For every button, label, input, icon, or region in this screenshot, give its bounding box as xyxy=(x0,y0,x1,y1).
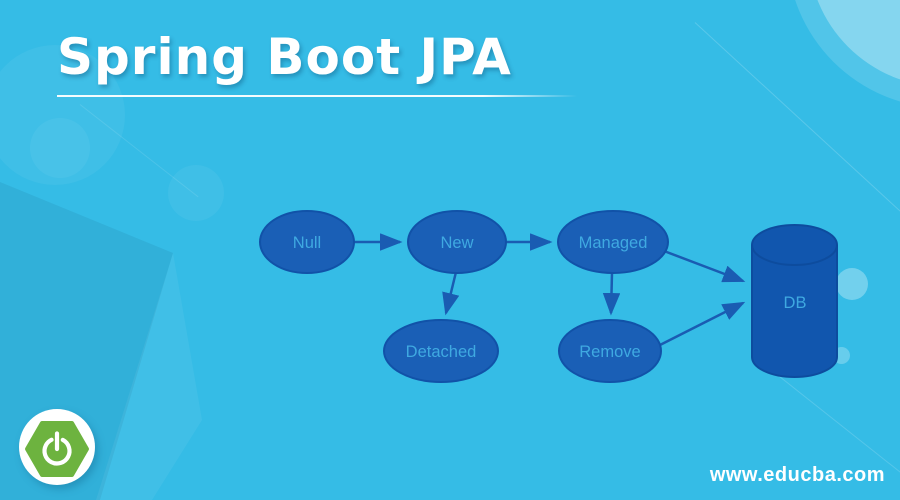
node-detached-shape xyxy=(383,319,499,383)
header: Spring Boot JPA xyxy=(57,28,577,97)
website-url: www.educba.com xyxy=(709,464,885,486)
power-icon-ring xyxy=(42,436,72,466)
node-new-shape xyxy=(407,210,507,274)
node-null-shape xyxy=(259,210,355,274)
node-db: DB xyxy=(751,224,838,378)
power-icon xyxy=(42,431,72,466)
node-db-label: DB xyxy=(784,294,807,312)
edge-remove-to-db xyxy=(657,301,746,348)
node-null-label: Null xyxy=(293,234,321,252)
node-remove-label: Remove xyxy=(579,343,640,361)
corner-glow-outer-circle xyxy=(787,0,900,108)
node-new: New xyxy=(407,210,507,274)
corner-glow-inner-circle xyxy=(808,0,900,87)
edge-managed-to-db xyxy=(663,249,746,283)
node-managed-shape xyxy=(557,210,669,274)
node-managed: Managed xyxy=(557,210,669,274)
node-detached: Detached xyxy=(383,319,499,383)
diagram-nodes: Null New Managed Detached Remove xyxy=(259,210,838,383)
node-new-label: New xyxy=(440,234,473,252)
db-cylinder-top xyxy=(751,224,838,266)
soft-glow-blob xyxy=(168,165,224,221)
title-underline xyxy=(57,95,577,97)
node-remove-shape xyxy=(558,319,662,383)
node-detached-label: Detached xyxy=(406,343,477,361)
page-title: Spring Boot JPA xyxy=(57,28,512,86)
spring-boot-logo xyxy=(19,409,95,485)
node-remove: Remove xyxy=(558,319,662,383)
node-managed-label: Managed xyxy=(579,234,648,252)
decorative-line-title-area xyxy=(79,104,199,198)
edge-managed-to-remove xyxy=(602,272,621,316)
diagram-edges xyxy=(354,233,746,348)
edge-new-to-detached xyxy=(442,271,460,316)
jpa-state-diagram: Null New Managed Detached Remove xyxy=(259,210,838,383)
node-null: Null xyxy=(259,210,355,274)
soft-glow-blob xyxy=(30,118,90,178)
db-cylinder-body xyxy=(751,245,838,378)
